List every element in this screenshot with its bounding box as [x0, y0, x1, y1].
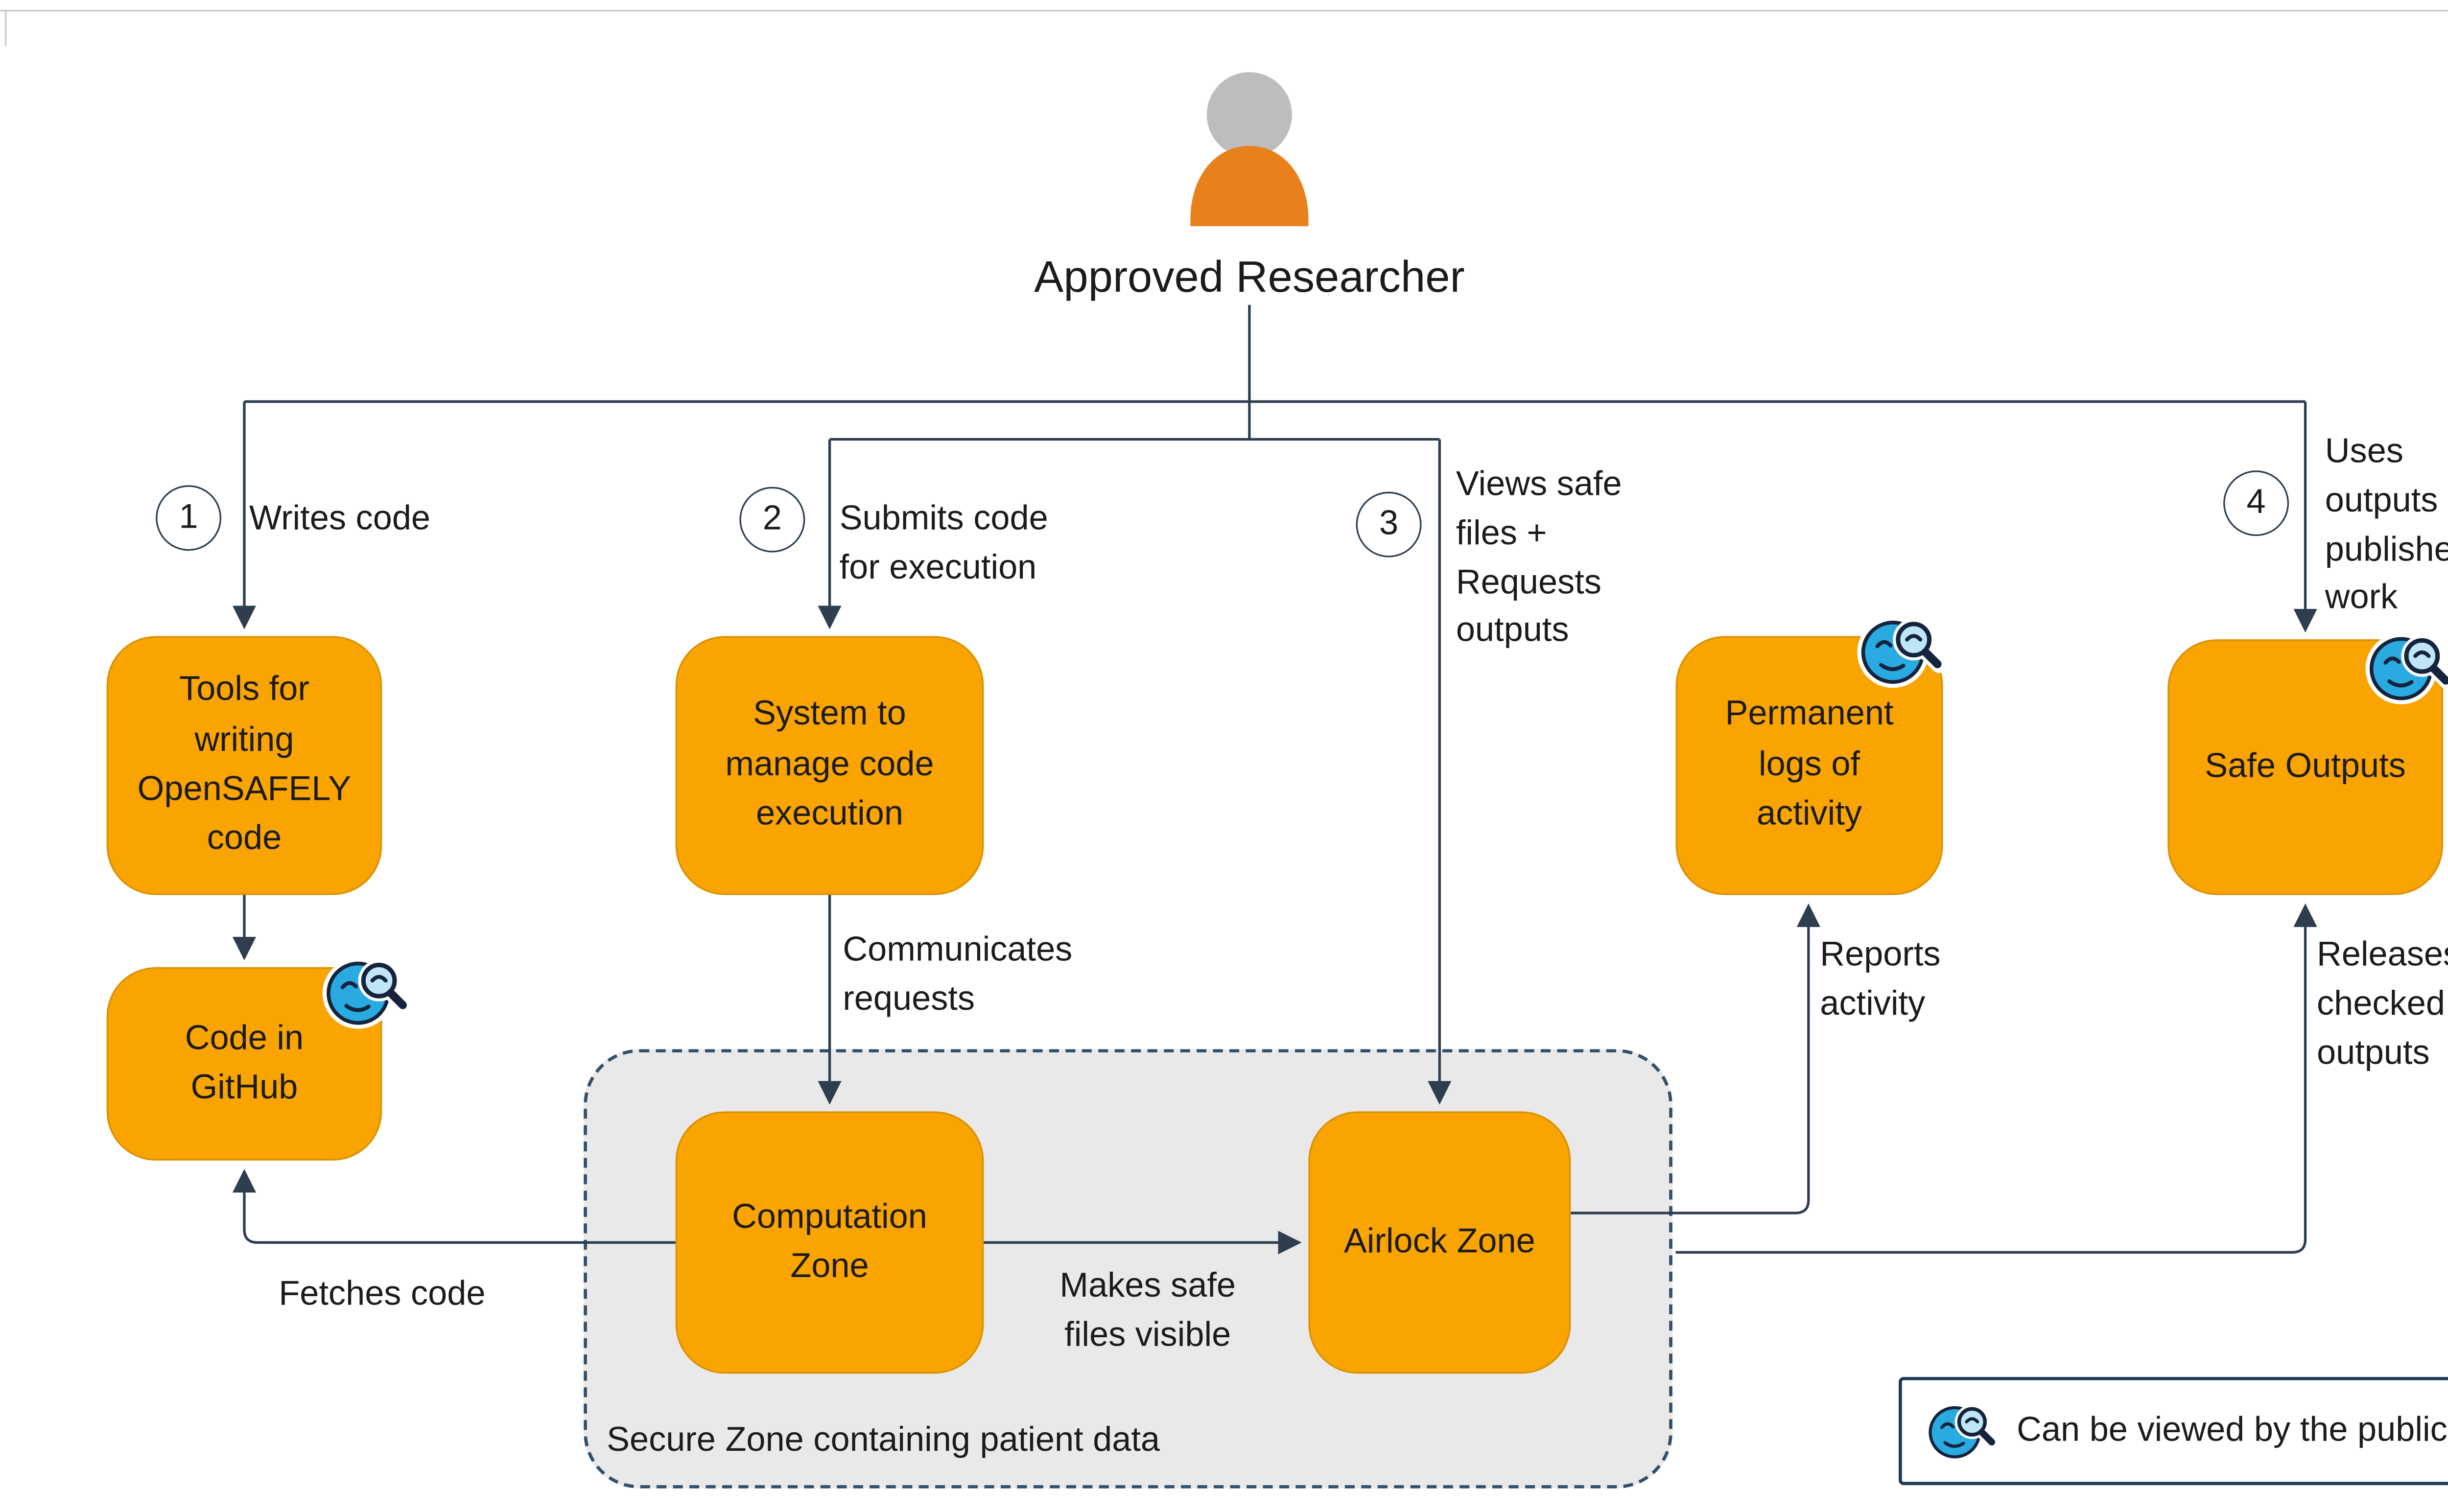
magnifier-face-icon [1853, 603, 1948, 698]
step-label-submits-code: Submits code for execution [839, 500, 1048, 587]
top-border-line [0, 10, 2448, 12]
node-computation-zone: Computation Zone [675, 1111, 984, 1374]
step-label-uses-outputs: Uses outputs in published work [2325, 433, 2448, 617]
edge-releases-outputs [1675, 903, 2317, 1254]
legend: Can be viewed by the public [1899, 1377, 2448, 1486]
edge-label-communicates-requests: Communicates requests [843, 931, 1073, 1018]
person-icon [1167, 66, 1331, 230]
step-badge-1: 1 [156, 485, 222, 551]
edge-label-reports-activity: Reports activity [1820, 936, 1941, 1023]
step-label-views-safe-files: Views safe files + Requests outputs [1456, 465, 1622, 650]
step-badge-2: 2 [739, 487, 805, 553]
node-system-manage-execution: System to manage code execution [675, 636, 984, 895]
magnifier-face-icon [318, 944, 413, 1039]
legend-label: Can be viewed by the public [2017, 1411, 2448, 1449]
step-label-writes-code: Writes code [249, 500, 431, 538]
step-badge-3: 3 [1356, 491, 1422, 558]
left-border-line [5, 10, 7, 46]
edge-reports-activity [1571, 903, 1820, 1214]
node-tools-for-writing-code: Tools for writing OpenSAFELY code [106, 636, 382, 895]
actor-label: Approved Researcher [1034, 252, 1465, 302]
secure-zone-label: Secure Zone containing patient data [607, 1421, 1160, 1459]
edge-label-makes-safe-files-visible: Makes safe files visible [1059, 1267, 1236, 1354]
node-airlock-zone: Airlock Zone [1308, 1111, 1571, 1374]
step-badge-4: 4 [2223, 470, 2289, 536]
edge-fetches-code [232, 1169, 676, 1244]
magnifier-face-icon [1922, 1392, 2001, 1470]
edge-label-releases-outputs: Releases checked outputs [2316, 936, 2448, 1071]
magnifier-face-icon [2361, 620, 2448, 715]
edge-label-fetches-code: Fetches code [279, 1275, 486, 1313]
